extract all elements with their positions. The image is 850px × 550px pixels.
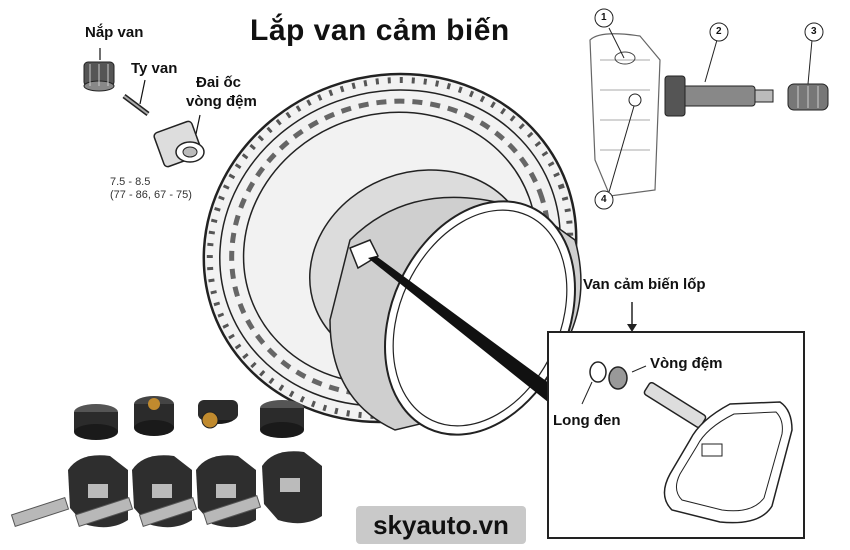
callout-2: 2 (716, 26, 722, 37)
tire-illustration (202, 72, 582, 436)
label-spacer: Long đen (553, 412, 621, 429)
valve-cap-part (83, 48, 115, 92)
brand-watermark: skyauto.vn (356, 506, 526, 544)
label-valve-core: Ty van (131, 60, 178, 77)
sensor-cap-2 (134, 396, 174, 436)
label-sensor-valve: Van cảm biến lốp (583, 276, 706, 293)
sensor-cap-1 (74, 404, 118, 440)
callout-3: 3 (811, 26, 817, 37)
tpms-sensor-4 (202, 451, 322, 525)
valve-technical-drawing (589, 8, 829, 210)
label-nut-washer-line2: vòng đệm (186, 93, 257, 110)
label-valve-cap: Nắp van (85, 24, 144, 41)
callout-1: 1 (601, 12, 607, 23)
sensor-product-photo (10, 396, 322, 528)
label-nut-washer-line1: Đai ốc (196, 74, 242, 91)
sensor-cap-3 (198, 400, 238, 429)
label-washer: Vòng đệm (650, 355, 723, 372)
torque-spec-line1: 7.5 - 8.5 (110, 176, 151, 188)
sensor-cap-4 (260, 400, 304, 438)
valve-core-part (122, 79, 150, 116)
callout-4: 4 (601, 194, 607, 205)
torque-spec-line2: (77 - 86, 67 - 75) (110, 189, 192, 201)
nut-washer-part (153, 114, 205, 168)
page-title: Lắp van cảm biến (250, 14, 510, 47)
sensor-detail-box (547, 302, 805, 539)
